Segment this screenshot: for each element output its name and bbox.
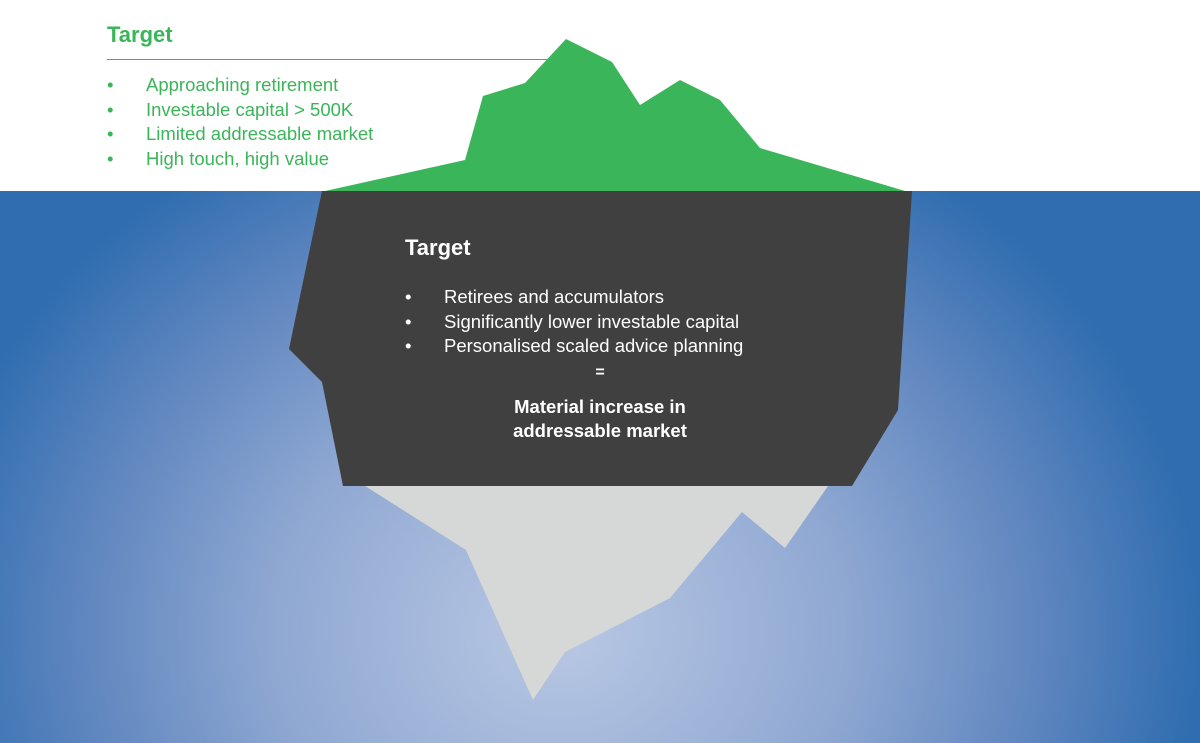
list-item: •Approaching retirement — [107, 74, 339, 95]
list-item: •Limited addressable market — [107, 123, 374, 144]
list-item: •Significantly lower investable capital — [405, 310, 740, 332]
list-item: •Investable capital > 500K — [107, 98, 354, 120]
iceberg-bottom — [365, 486, 828, 700]
below-water-title: Target — [405, 235, 471, 260]
conclusion-text: Material increase in addressable market — [513, 396, 687, 441]
above-water-title: Target — [107, 22, 173, 47]
title-divider — [107, 59, 547, 60]
iceberg-tip — [325, 39, 905, 191]
iceberg-middle — [289, 191, 912, 486]
below-water-list: •Retirees and accumulators •Significantl… — [405, 285, 743, 359]
equals-sign: = — [595, 364, 605, 381]
list-item: •Personalised scaled advice planning — [405, 335, 744, 356]
list-item: •High touch, high value — [107, 147, 330, 169]
list-item: •Retirees and accumulators — [405, 286, 665, 307]
above-water-list: •Approaching retirement •Investable capi… — [107, 73, 373, 171]
